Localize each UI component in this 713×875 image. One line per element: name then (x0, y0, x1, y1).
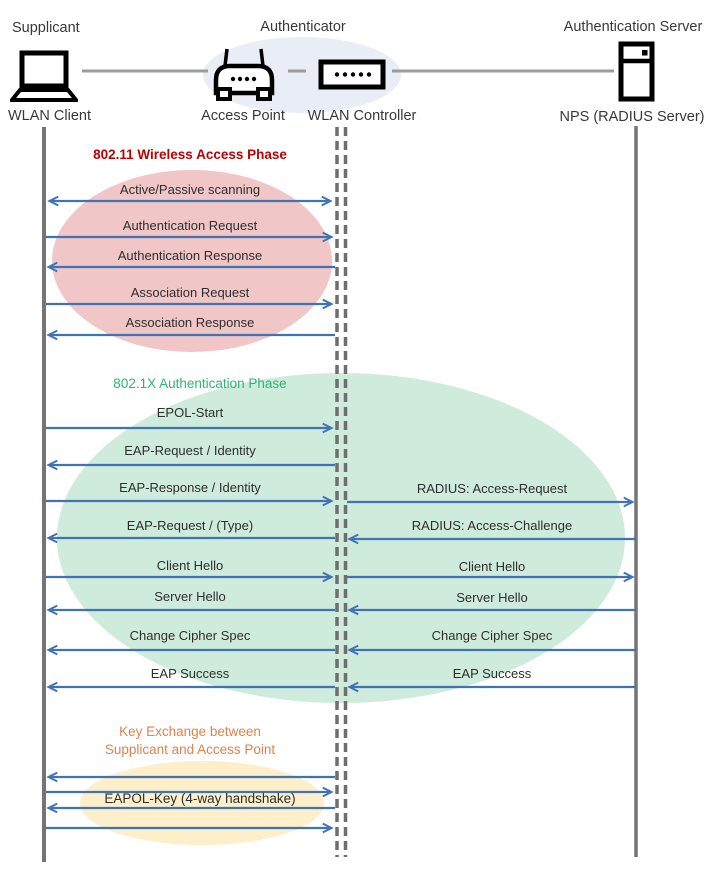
key-exchange-title-line2: Supplicant and Access Point (104, 742, 276, 757)
msg-auth-request: Authentication Request (122, 218, 258, 233)
phase-title-80211: 802.11 Wireless Access Phase (93, 147, 287, 162)
msg-eap-response-identity: EAP-Response / Identity (119, 480, 261, 495)
msg-eapol-key: EAPOL-Key (4-way handshake) (104, 791, 296, 806)
nps-radius-label: NPS (RADIUS Server) (559, 109, 705, 125)
message-arrows (46, 201, 636, 828)
access-point-label: Access Point (201, 108, 285, 124)
msg-auth-response: Authentication Response (117, 248, 263, 263)
msg-server-hello-left: Server Hello (154, 589, 226, 604)
msg-client-hello-left: Client Hello (156, 558, 224, 573)
msg-scanning: Active/Passive scanning (119, 182, 261, 197)
msg-server-hello-right: Server Hello (456, 590, 528, 605)
wlan-controller-icon (318, 59, 386, 90)
authenticator-role-label: Authenticator (260, 19, 346, 35)
msg-eap-success-right: EAP Success (452, 666, 532, 681)
auth-server-role-label: Authentication Server (563, 19, 703, 35)
wlan-controller-label: WLAN Controller (307, 108, 417, 124)
msg-eap-request-type: EAP-Request / (Type) (126, 518, 254, 533)
msg-radius-access-challenge: RADIUS: Access-Challenge (411, 518, 573, 533)
msg-epol-start: EPOL-Start (156, 405, 224, 420)
msg-assoc-response: Association Response (125, 315, 255, 330)
supplicant-role-label: Supplicant (12, 20, 80, 36)
server-icon (618, 41, 655, 102)
msg-eap-request-identity: EAP-Request / Identity (124, 443, 256, 458)
wlan-client-label: WLAN Client (8, 108, 91, 124)
msg-radius-access-request: RADIUS: Access-Request (416, 481, 568, 496)
msg-client-hello-right: Client Hello (458, 559, 526, 574)
access-point-icon (213, 48, 275, 101)
lifelines (42, 126, 638, 862)
msg-change-cipher-left: Change Cipher Spec (129, 628, 251, 643)
msg-assoc-request: Association Request (130, 285, 250, 300)
phase-title-8021x: 802.1X Authentication Phase (113, 376, 287, 391)
msg-eap-success-left: EAP Success (150, 666, 230, 681)
key-exchange-phase-bubble (80, 761, 324, 845)
phase-title-key-exchange: Key Exchange between Supplicant and Acce… (105, 723, 275, 759)
msg-change-cipher-right: Change Cipher Spec (431, 628, 553, 643)
key-exchange-title-line1: Key Exchange between (119, 724, 261, 739)
laptop-icon (10, 50, 78, 102)
